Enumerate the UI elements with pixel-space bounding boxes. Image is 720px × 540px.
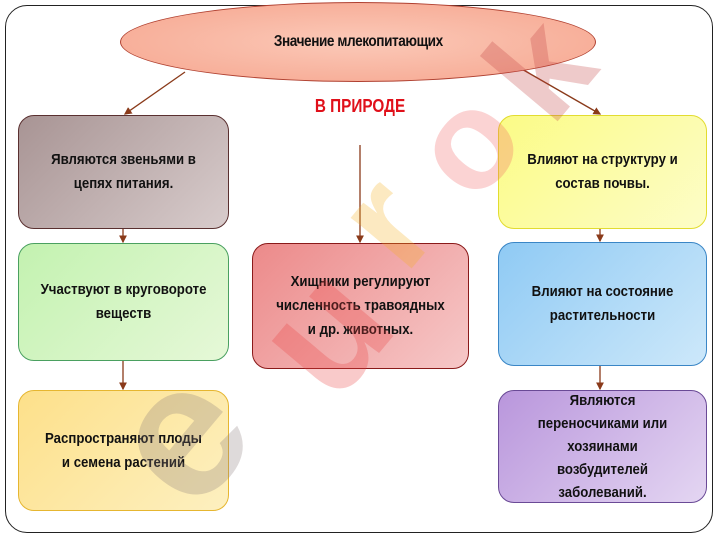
box-text: Распространяют плоды и семена растений — [45, 429, 202, 471]
box-vegetation: Влияют на состояние растительности — [498, 242, 707, 366]
box-cycle: Участвуют в круговороте веществ — [18, 243, 229, 361]
title: Значение млекопитающих — [273, 33, 443, 50]
box-text: Участвуют в круговороте веществ — [40, 281, 207, 322]
box-text: Влияют на состояние растительности — [531, 283, 674, 324]
box-seeds: Распространяют плоды и семена растений — [18, 390, 229, 511]
arrow-left — [123, 71, 186, 115]
box-text: Являются переносчиками или хозяинами воз… — [537, 392, 668, 501]
box-text: Хищники регулируют численность травоядны… — [276, 273, 445, 338]
box-predators: Хищники регулируют численность травоядны… — [252, 243, 469, 369]
box-soil: Влияют на структуру и состав почвы. — [498, 115, 707, 229]
subtitle: В ПРИРОДЕ — [314, 96, 406, 116]
box-text: Влияют на структуру и состав почвы. — [527, 151, 678, 192]
box-food-chain: Являются звеньями в цепях питания. — [18, 115, 229, 229]
arrow-right — [519, 67, 602, 115]
title-ellipse: Значение млекопитающих — [120, 2, 596, 82]
box-disease: Являются переносчиками или хозяинами воз… — [498, 390, 707, 503]
box-text: Являются звеньями в цепях питания. — [51, 151, 196, 192]
